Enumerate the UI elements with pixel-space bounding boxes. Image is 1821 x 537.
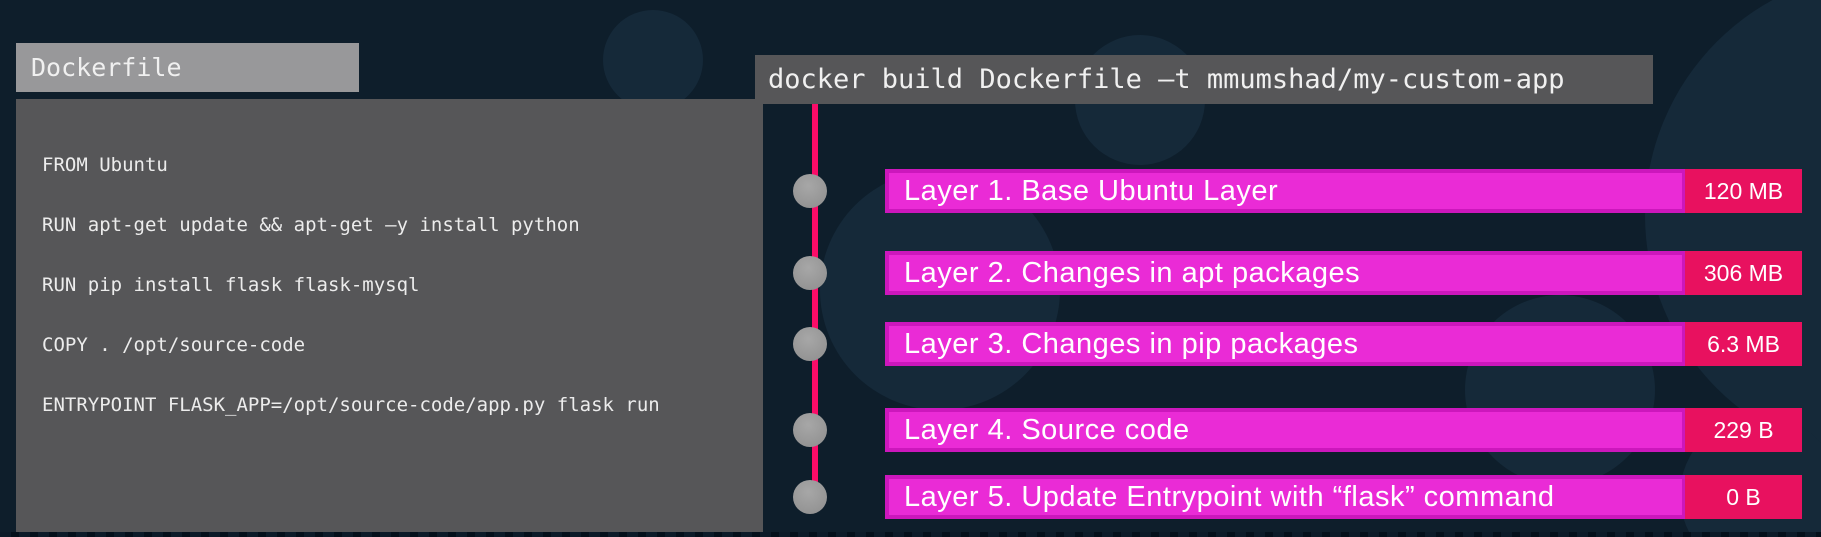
layer-bar-3: Layer 3. Changes in pip packages 6.3 MB xyxy=(885,322,1802,366)
layer-label: Layer 3. Changes in pip packages xyxy=(904,327,1359,360)
layer-size-badge: 306 MB xyxy=(1682,251,1802,295)
layer-label: Layer 2. Changes in apt packages xyxy=(904,256,1361,289)
bottom-edge-strip xyxy=(0,532,1821,537)
code-line-copy: COPY . /opt/source-code xyxy=(42,334,306,356)
layer-bar-4: Layer 4. Source code 229 B xyxy=(885,408,1802,452)
layer-size-badge: 120 MB xyxy=(1682,169,1802,213)
layer-bar-2: Layer 2. Changes in apt packages 306 MB xyxy=(885,251,1802,295)
code-line-run-apt: RUN apt-get update && apt-get –y install… xyxy=(42,214,580,236)
dockerfile-code-panel: FROM Ubuntu RUN apt-get update && apt-ge… xyxy=(16,99,763,533)
layer-bar-1: Layer 1. Base Ubuntu Layer 120 MB xyxy=(885,169,1802,213)
timeline-node-3 xyxy=(793,327,827,361)
layer-label: Layer 5. Update Entrypoint with “flask” … xyxy=(904,480,1555,513)
timeline-node-1 xyxy=(793,174,827,208)
layer-bar-5: Layer 5. Update Entrypoint with “flask” … xyxy=(885,475,1802,519)
timeline-line xyxy=(812,104,818,497)
timeline-node-5 xyxy=(793,480,827,514)
docker-build-command: docker build Dockerfile –t mmumshad/my-c… xyxy=(755,55,1653,104)
code-line-from: FROM Ubuntu xyxy=(42,154,168,176)
decor-circle xyxy=(1645,0,1821,460)
layer-label: Layer 1. Base Ubuntu Layer xyxy=(904,174,1279,207)
layer-size-badge: 229 B xyxy=(1682,408,1802,452)
code-line-run-pip: RUN pip install flask flask-mysql xyxy=(42,274,420,296)
decor-circle xyxy=(603,10,703,110)
dockerfile-title: Dockerfile xyxy=(16,43,359,92)
layer-size-badge: 0 B xyxy=(1682,475,1802,519)
code-line-entrypoint: ENTRYPOINT FLASK_APP=/opt/source-code/ap… xyxy=(42,394,660,416)
timeline-node-2 xyxy=(793,256,827,290)
timeline-node-4 xyxy=(793,413,827,447)
layer-label: Layer 4. Source code xyxy=(904,413,1190,446)
layer-size-badge: 6.3 MB xyxy=(1682,322,1802,366)
